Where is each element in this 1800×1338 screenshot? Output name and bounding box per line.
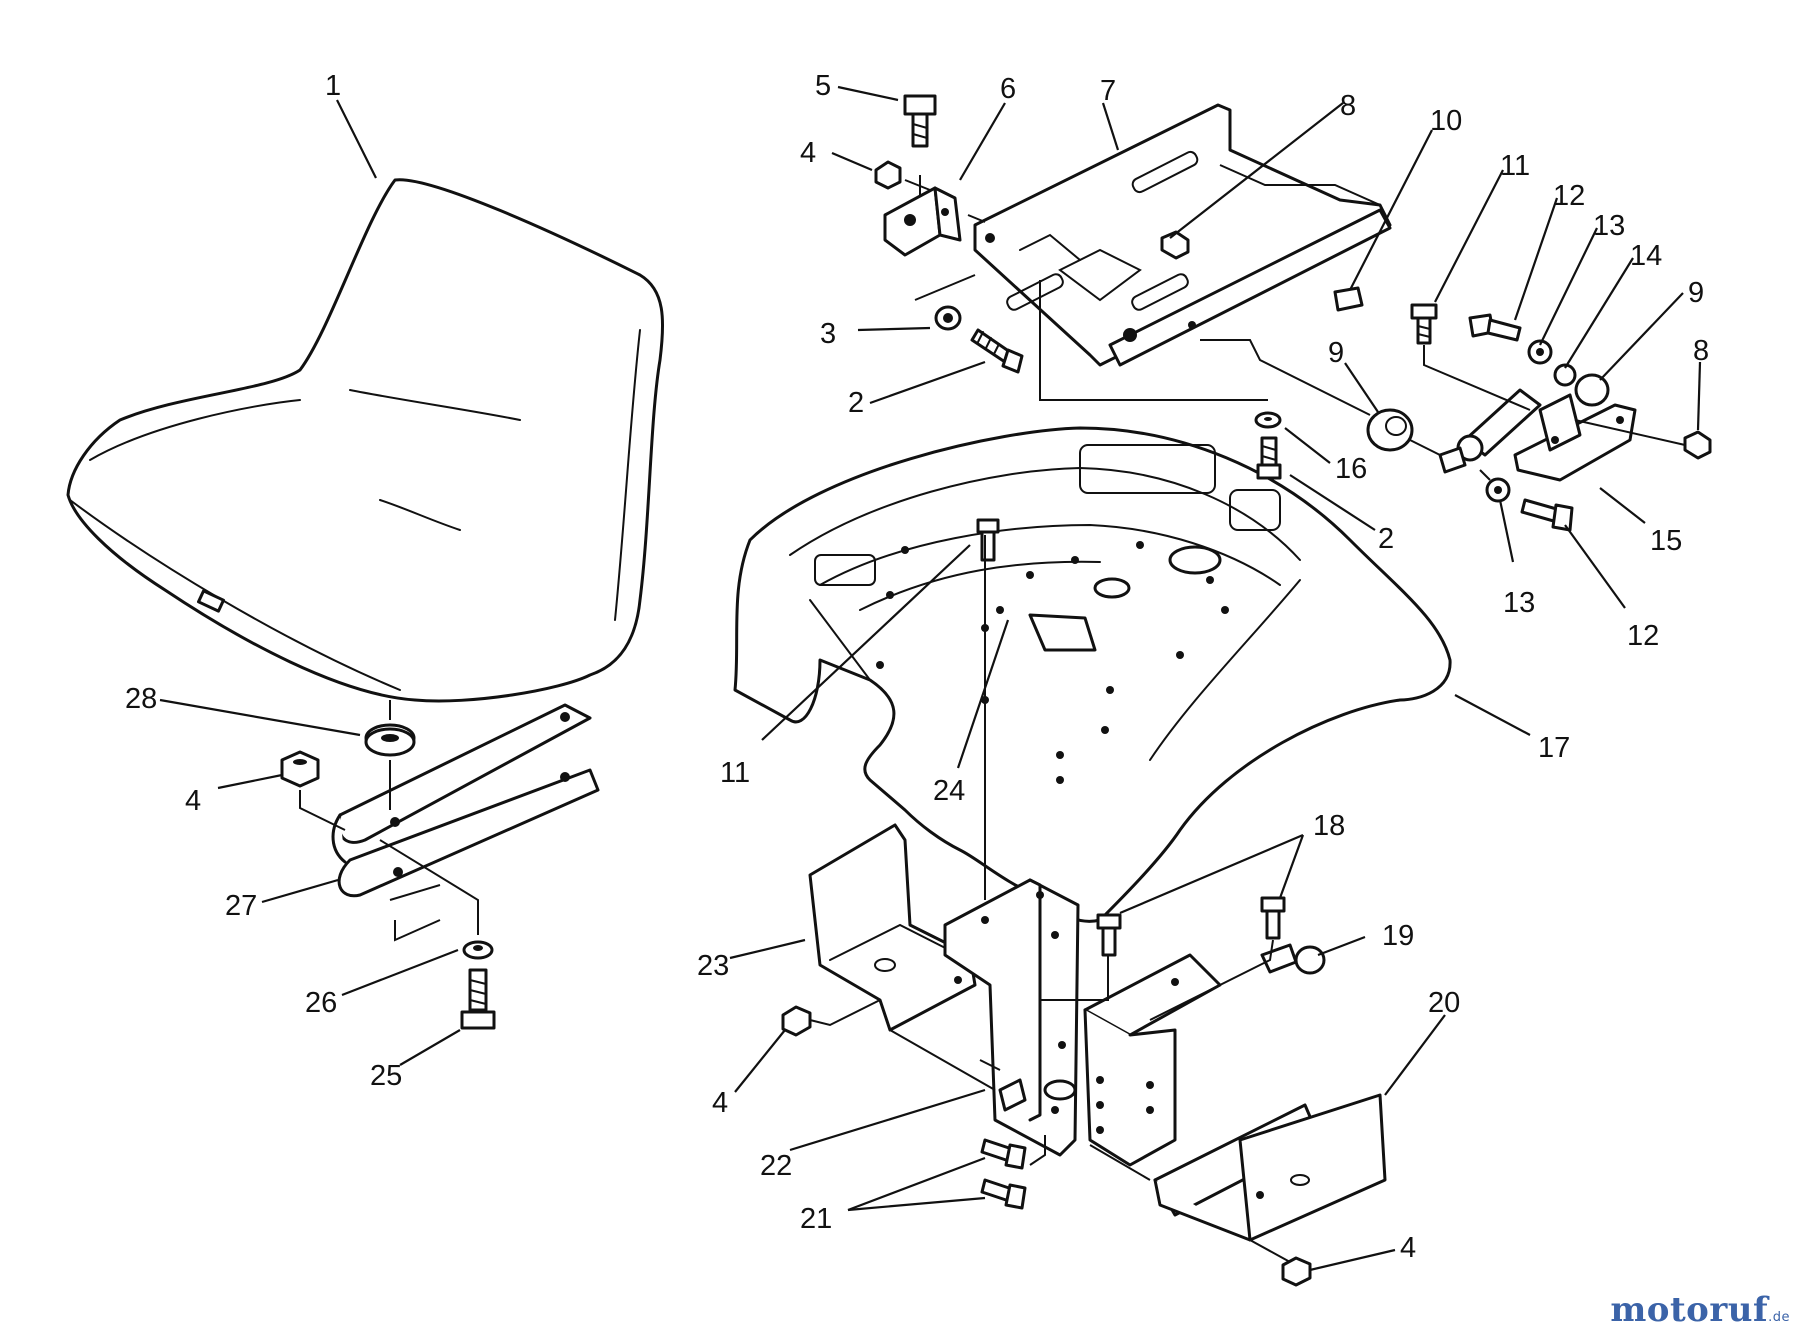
callout-9: 9 (1688, 277, 1704, 309)
logo-suffix: .de (1768, 1310, 1790, 1325)
leader-lines (159, 85, 1702, 1272)
washer-13-bottom (1485, 477, 1511, 503)
callout-22: 22 (760, 1150, 792, 1182)
callout-2: 2 (1378, 523, 1394, 555)
callout-12: 12 (1553, 180, 1585, 212)
logo-text: motoruf (1610, 1290, 1769, 1330)
seat (66, 178, 665, 703)
callout-12: 12 (1627, 620, 1659, 652)
callout-7: 7 (1100, 75, 1116, 107)
clip-19 (1260, 943, 1326, 975)
callout-8: 8 (1340, 90, 1356, 122)
fender-17 (733, 426, 1452, 923)
pivot-bolt-12-top (1468, 313, 1522, 342)
callout-4: 4 (1400, 1232, 1416, 1264)
washer-13-top (1527, 339, 1553, 365)
callout-6: 6 (1000, 73, 1016, 105)
bracket-6 (883, 186, 962, 257)
callout-18: 18 (1313, 810, 1345, 842)
callout-3: 3 (820, 318, 836, 350)
assembly-lines (299, 164, 1686, 1263)
nut-4-bottom-left (781, 1005, 812, 1037)
callout-5: 5 (815, 70, 831, 102)
callout-27: 27 (225, 890, 257, 922)
bolt-21-upper (980, 1138, 1027, 1170)
callout-11: 11 (720, 757, 750, 789)
callout-15: 15 (1650, 525, 1682, 557)
bolt-2-left (970, 328, 1024, 374)
callout-28: 28 (125, 683, 157, 715)
nut-4-left (280, 750, 320, 788)
watermark-logo[interactable]: motoruf.de (1610, 1290, 1790, 1330)
washer-16 (1254, 411, 1282, 429)
callout-4: 4 (800, 137, 816, 169)
bushing-14 (1553, 363, 1577, 387)
bracket-22 (943, 878, 1222, 1167)
callout-13: 13 (1593, 210, 1625, 242)
spacer-3 (934, 305, 962, 331)
bolt-18-right (1260, 896, 1286, 940)
spacer-28 (364, 723, 416, 757)
callout-4: 4 (185, 785, 201, 817)
callout-labels: 1 28 4 27 26 25 5 4 6 7 8 10 11 12 13 14… (125, 70, 1709, 1264)
bolt-18-left (1096, 913, 1122, 957)
bolt-2-center (1256, 436, 1282, 480)
seat-bracket-27 (331, 703, 600, 898)
washer-26 (462, 940, 494, 960)
bracket-20 (1153, 1093, 1387, 1242)
callout-11: 11 (1500, 150, 1530, 182)
nut-8-right (1683, 430, 1712, 460)
callout-21: 21 (800, 1203, 832, 1235)
callout-25: 25 (370, 1060, 402, 1092)
bolt-21-lower (980, 1178, 1027, 1210)
callout-24: 24 (933, 775, 965, 807)
pad-10 (1333, 286, 1364, 312)
pivot-bracket-15 (1513, 393, 1637, 482)
pivot-bolt-12-bottom (1520, 498, 1574, 532)
callout-13: 13 (1503, 587, 1535, 619)
callout-14: 14 (1630, 240, 1662, 272)
callout-26: 26 (305, 987, 337, 1019)
callout-2: 2 (848, 387, 864, 419)
callout-8: 8 (1693, 335, 1709, 367)
nut-4-top (874, 160, 902, 190)
bolt-24 (976, 518, 1000, 562)
callout-9: 9 (1328, 337, 1344, 369)
bolt-25 (460, 968, 496, 1030)
callout-17: 17 (1538, 732, 1570, 764)
bushing-9-right (1574, 373, 1610, 407)
callout-19: 19 (1382, 920, 1414, 952)
callout-1: 1 (325, 70, 341, 102)
callout-4: 4 (712, 1087, 728, 1119)
bushing-9-left (1366, 408, 1414, 452)
callout-16: 16 (1335, 453, 1367, 485)
callout-10: 10 (1430, 105, 1462, 137)
pivot-bolt-11 (1410, 303, 1438, 345)
callout-23: 23 (697, 950, 729, 982)
bolt-5 (903, 94, 937, 148)
callout-20: 20 (1428, 987, 1460, 1019)
nut-4-bottom-right (1281, 1256, 1312, 1287)
